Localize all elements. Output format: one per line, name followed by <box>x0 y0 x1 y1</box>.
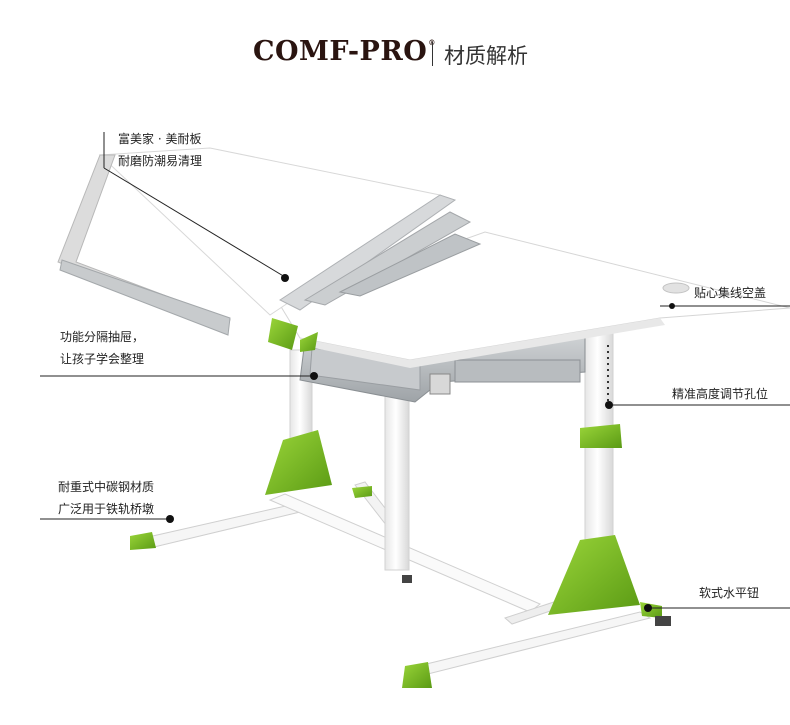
page-header: COMF-PRO® 材质解析 <box>0 30 790 80</box>
callout-height-holes: 精准高度调节孔位 <box>672 387 769 401</box>
brand-name: COMF-PRO <box>253 36 428 67</box>
callout-base: 耐重式中碳钢材质 广泛用于铁轨桥墩 <box>58 476 154 520</box>
callout-dot-board <box>281 274 289 282</box>
brand-logo: COMF-PRO® <box>253 36 436 67</box>
registered-mark: ® <box>428 38 436 47</box>
callout-top-board-line1: 富美家 · 美耐板 <box>118 132 202 146</box>
callout-drawer: 功能分隔抽屉， 让孩子学会整理 <box>60 326 144 370</box>
page-title: 材质解析 <box>444 44 528 68</box>
callout-top-board-line2: 耐磨防潮易清理 <box>118 154 203 168</box>
callout-foot: 软式水平钮 <box>699 586 760 600</box>
callout-dot-height <box>605 401 613 409</box>
callout-drawer-line2: 让孩子学会整理 <box>60 352 145 366</box>
callout-cable-hole: 贴心集线空盖 <box>694 286 767 300</box>
callout-dot-cable <box>669 303 675 309</box>
callout-dot-foot <box>644 604 652 612</box>
callout-drawer-line1: 功能分隔抽屉， <box>60 330 145 344</box>
callout-base-line2: 广泛用于铁轨桥墩 <box>58 502 155 516</box>
callout-lines <box>40 132 790 612</box>
header-divider <box>432 42 433 66</box>
callout-dot-base <box>166 515 174 523</box>
tilting-board <box>57 147 482 352</box>
callout-base-line1: 耐重式中碳钢材质 <box>58 480 155 494</box>
middle-leg <box>384 389 412 583</box>
right-front-leg <box>402 329 671 688</box>
callout-top-board: 富美家 · 美耐板 耐磨防潮易清理 <box>118 128 202 172</box>
callout-dot-drawer <box>310 372 318 380</box>
